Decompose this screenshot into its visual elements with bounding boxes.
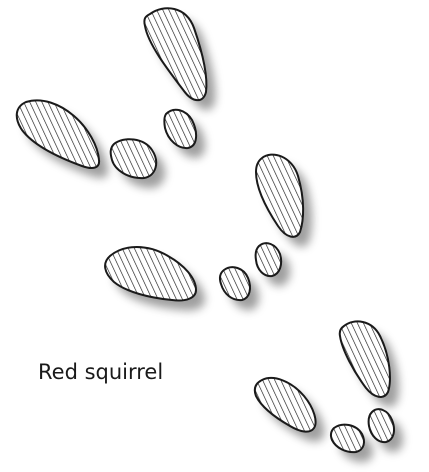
- species-caption: Red squirrel: [38, 362, 163, 383]
- bottom-right-long-toe-pad: [255, 378, 316, 432]
- bottom-right-heel-pad: [340, 321, 390, 397]
- top-right-round-toe-pad: [111, 139, 156, 178]
- top-right-pawprint-group: [17, 8, 216, 188]
- middle-heel-pad: [256, 155, 303, 237]
- top-right-heel-pad: [144, 8, 206, 100]
- bottom-right-round-toe-pad: [331, 425, 364, 453]
- middle-round-toe-pad: [220, 267, 250, 300]
- top-right-small-toe-pad: [164, 110, 196, 148]
- middle-small-toe-pad: [256, 243, 282, 276]
- bottom-right-small-toe-pad: [369, 409, 394, 442]
- bottom-right-pawprint-group: [255, 321, 403, 462]
- middle-long-toe-pad: [105, 247, 196, 301]
